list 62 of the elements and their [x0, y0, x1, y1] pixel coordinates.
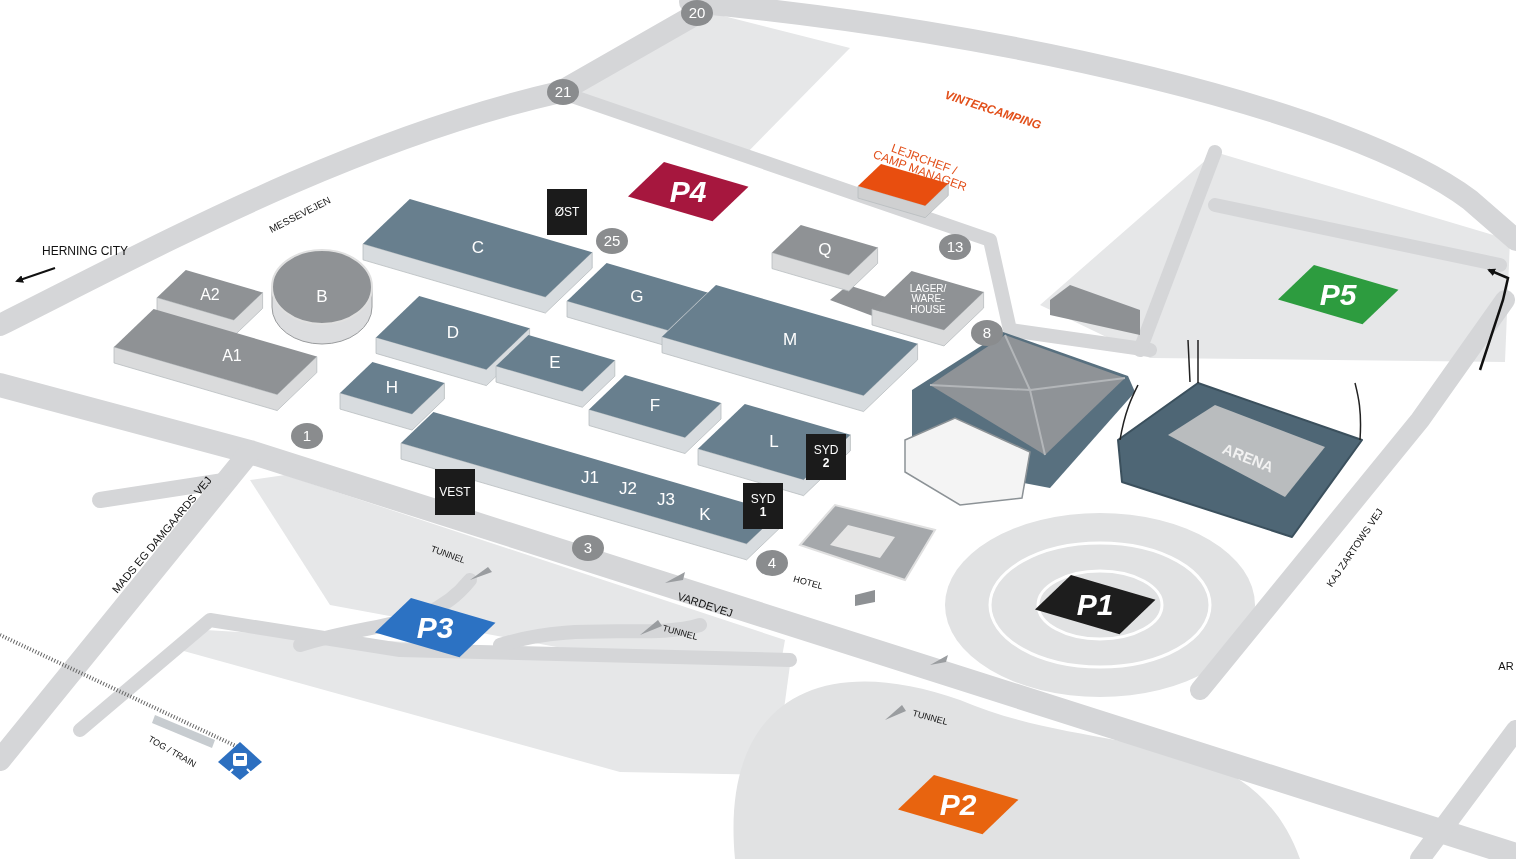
number-label: 21 [554, 84, 572, 100]
tunnel-label: TUNNEL [661, 624, 699, 642]
gate-sign [547, 189, 587, 235]
number-label: 8 [982, 325, 992, 341]
number-label: 1 [302, 428, 312, 444]
parking-label: P5 [1319, 279, 1357, 311]
number-label: 3 [583, 540, 593, 556]
building-label: F [649, 397, 661, 415]
building-label: H [385, 379, 399, 397]
number-label: 25 [603, 233, 621, 249]
round-building [272, 250, 372, 344]
building-label: B [316, 288, 328, 306]
gate-label: ØST [553, 205, 581, 219]
parking-label: P4 [669, 176, 707, 208]
parking-sign [1277, 265, 1399, 325]
building-label: J2 [619, 480, 637, 498]
hall-building [339, 361, 445, 430]
direction-label: HERNING CITY [42, 245, 128, 257]
tunnel-label: TUNNEL [911, 709, 949, 727]
parking-sign [1034, 575, 1156, 635]
number-marker [756, 550, 788, 576]
number-label: 20 [688, 5, 706, 21]
hall-building [363, 198, 593, 313]
number-marker [572, 535, 604, 561]
parking-sign [627, 162, 749, 222]
hall-building [872, 270, 984, 346]
building-label: A1 [222, 347, 242, 365]
hall-building [113, 309, 317, 411]
number-marker [939, 234, 971, 260]
number-marker [596, 228, 628, 254]
building-label: K [699, 506, 711, 524]
gate-label: SYD 1 [749, 493, 777, 519]
parking-sign [374, 598, 496, 658]
building-label: C [471, 239, 485, 257]
hall-building [772, 225, 878, 291]
gate-sign [435, 469, 475, 515]
building-label: L [769, 433, 779, 451]
gate-label: SYD 2 [812, 444, 840, 470]
building-label: G [630, 288, 644, 306]
number-marker [971, 320, 1003, 346]
building-label: E [549, 354, 561, 372]
hall-building [589, 374, 721, 454]
parking-sign [897, 775, 1019, 835]
hall-building [157, 270, 263, 336]
hotel-label: HOTEL [792, 574, 824, 592]
direction-label: AR [1498, 660, 1514, 672]
hall-building [495, 334, 615, 408]
parking-label: P1 [1076, 589, 1114, 621]
building-label: LAGER/ WARE- HOUSE [908, 284, 948, 316]
building-label: D [446, 324, 460, 342]
building-label: J1 [581, 469, 599, 487]
parking-label: P2 [939, 789, 977, 821]
gate-label: VEST [439, 485, 471, 499]
building-label: A2 [200, 286, 220, 304]
building-label: J3 [657, 491, 675, 509]
building-label: Q [818, 241, 832, 259]
gate-sign [743, 483, 783, 529]
building-label: M [782, 331, 798, 349]
number-marker [291, 423, 323, 449]
number-label: 4 [767, 555, 777, 571]
parking-label: P3 [416, 612, 454, 644]
number-label: 13 [946, 239, 964, 255]
